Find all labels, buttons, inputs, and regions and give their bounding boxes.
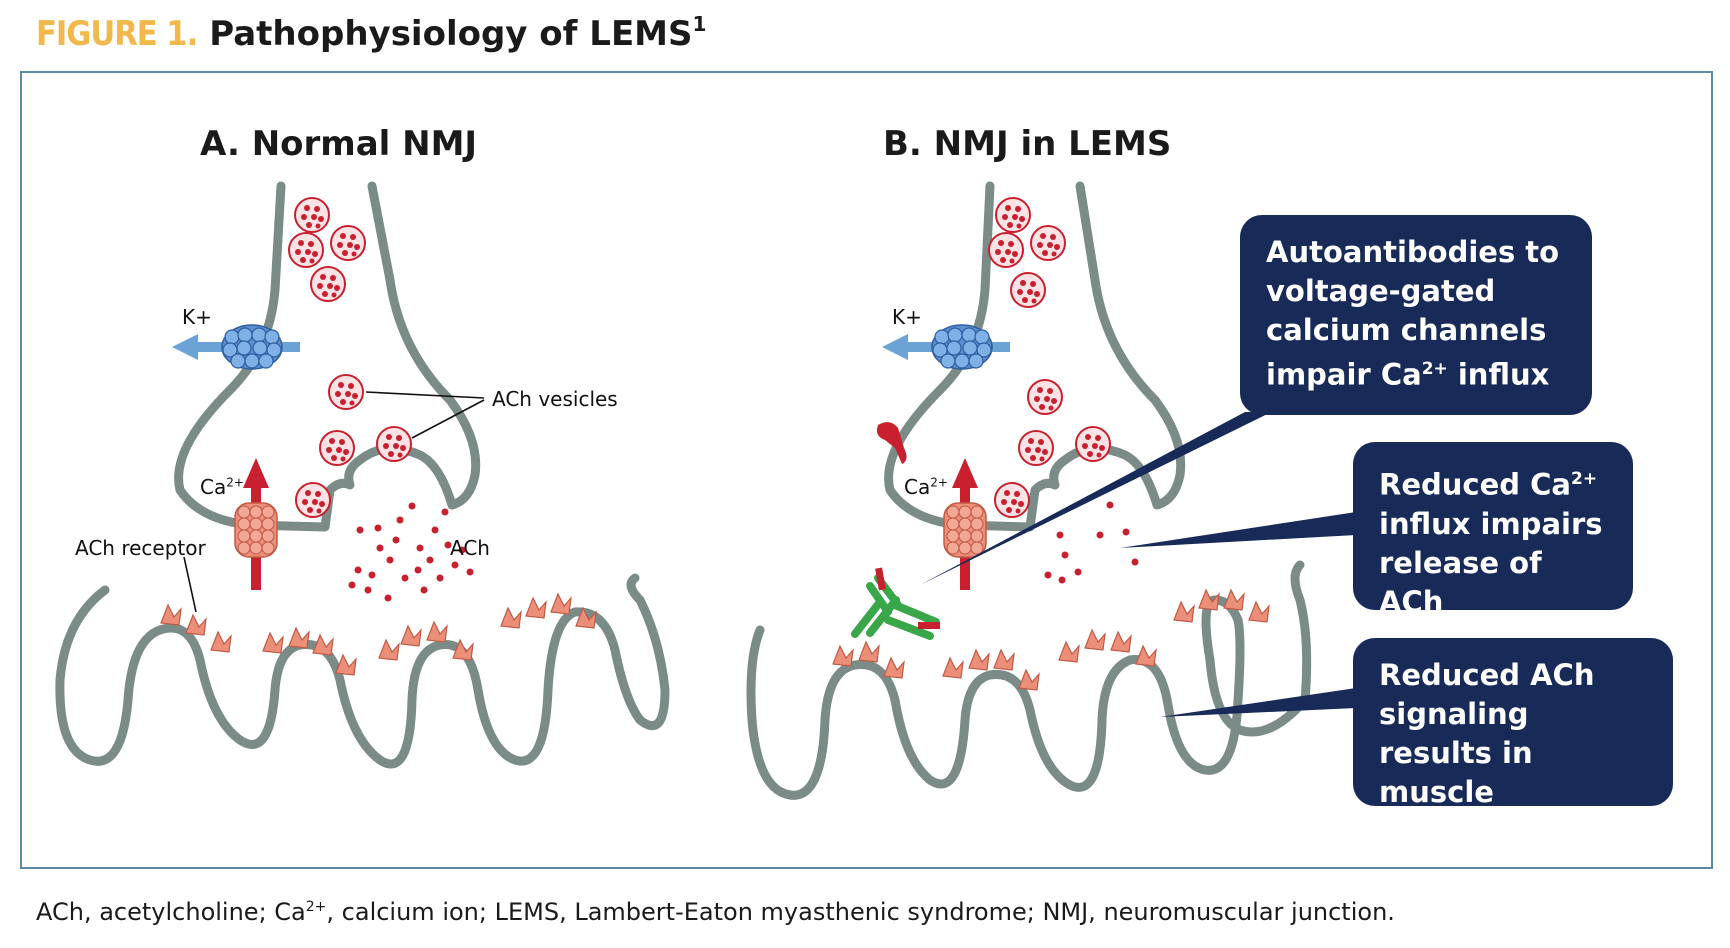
figure-label: FIGURE 1.: [36, 14, 198, 54]
panel-a-ach-dots: [348, 502, 474, 602]
vesicle: [288, 232, 324, 268]
panel-a-k-label: K+: [182, 305, 212, 329]
figure-title: Pathophysiology of LEMS1: [209, 12, 707, 54]
vesicle: [1010, 272, 1046, 308]
panel-a-ach-label: ACh: [450, 536, 490, 560]
panel-b-title: B. NMJ in LEMS: [883, 124, 1172, 164]
panel-b-k-channel: [931, 324, 993, 370]
panel-b-nerve-terminal: [884, 181, 1186, 532]
panel-b-ach-dots: [1044, 501, 1139, 584]
panel-a-k-channel: [221, 324, 283, 370]
vesicle: [376, 426, 412, 462]
vesicle: [295, 482, 331, 518]
panel-b-callout-pointers: [920, 398, 1356, 717]
vesicle: [994, 482, 1030, 518]
vesicle: [1075, 426, 1111, 462]
panel-b-postsynaptic-membrane: [746, 560, 1312, 800]
panel-a-nerve-terminal: [174, 181, 481, 532]
panel-a-postsynaptic-membrane: [55, 573, 670, 769]
callout-muscle-weakness: Reduced ACh signaling results in muscle …: [1353, 638, 1673, 854]
panel-a-leader-lines: [183, 391, 485, 613]
panel-b-antibody: [851, 567, 940, 640]
panel-a-receptor-label: ACh receptor: [75, 536, 206, 560]
vesicle: [1030, 225, 1066, 261]
panel-a-title: A. Normal NMJ: [200, 124, 478, 164]
vesicle: [988, 232, 1024, 268]
vesicle: [995, 197, 1031, 233]
vesicle: [330, 225, 366, 261]
panel-b-ca-label: Ca2+: [904, 475, 948, 499]
panel-a-receptors: [160, 593, 597, 676]
callout-reduced-ca: Reduced Ca2+ influx impairs release of A…: [1353, 442, 1633, 619]
vesicle: [319, 430, 355, 466]
vesicle: [1027, 379, 1063, 415]
panel-a-ca-channel: [234, 502, 278, 558]
figure-header: FIGURE 1. Pathophysiology of LEMS1: [36, 12, 707, 64]
panel-a-ca-label: Ca2+: [200, 475, 244, 499]
vesicle: [310, 266, 346, 302]
panel-b-k-label: K+: [892, 305, 922, 329]
vesicle: [294, 197, 330, 233]
figure-caption: ACh, acetylcholine; Ca2+, calcium ion; L…: [36, 898, 1395, 926]
panel-a-vesicles-label: ACh vesicles: [492, 387, 618, 411]
panel-b-ca-channel: [943, 502, 987, 558]
callout-autoantibodies: Autoantibodies to voltage-gated calcium …: [1240, 215, 1592, 415]
vesicle: [1018, 430, 1054, 466]
panel-b-detached-channel-fragment: [876, 422, 907, 464]
vesicle: [328, 374, 364, 410]
